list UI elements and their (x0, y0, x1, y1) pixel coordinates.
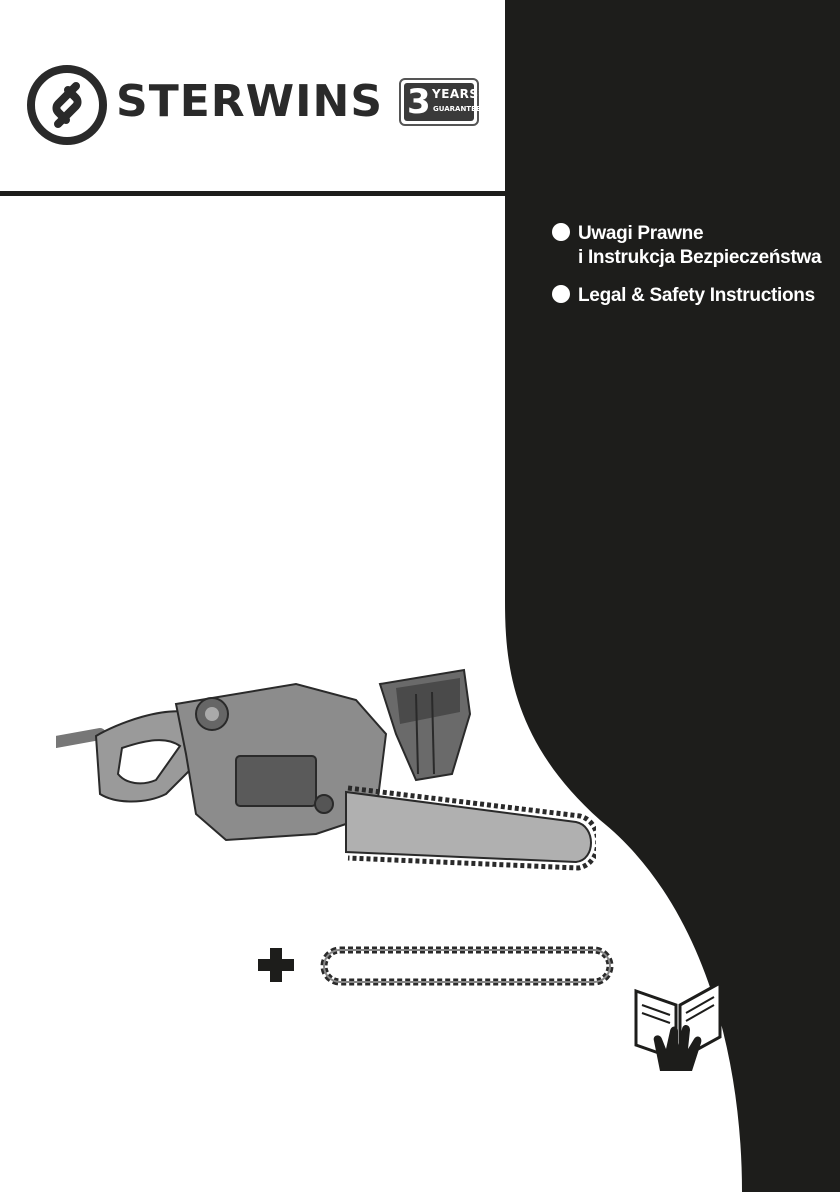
read-manual-icon (630, 975, 726, 1071)
guarantee-years-number: 3 (407, 81, 431, 123)
bullet-icon (552, 223, 570, 241)
language-item-english: Legal & Safety Instructions (552, 284, 815, 308)
guarantee-badge: 3 YEARS* GUARANTEE (399, 78, 479, 126)
s-circle-logo-icon (26, 64, 108, 146)
saw-chain-icon (316, 940, 618, 992)
brand-name: STERWINS (116, 75, 383, 129)
language-title-line1: Uwagi Prawne (578, 223, 703, 244)
header-rule (0, 191, 808, 196)
guarantee-years-label: YEARS* (432, 87, 485, 101)
bullet-icon (552, 285, 570, 303)
language-title: Legal & Safety Instructions (578, 285, 815, 306)
language-item-polish: Uwagi Prawne i Instrukcja Bezpieczeństwa (552, 222, 821, 270)
electric-chainsaw-illustration (56, 664, 596, 924)
language-title-line2: i Instrukcja Bezpieczeństwa (552, 246, 821, 270)
plus-icon (254, 946, 298, 984)
guarantee-word: GUARANTEE (433, 105, 481, 113)
